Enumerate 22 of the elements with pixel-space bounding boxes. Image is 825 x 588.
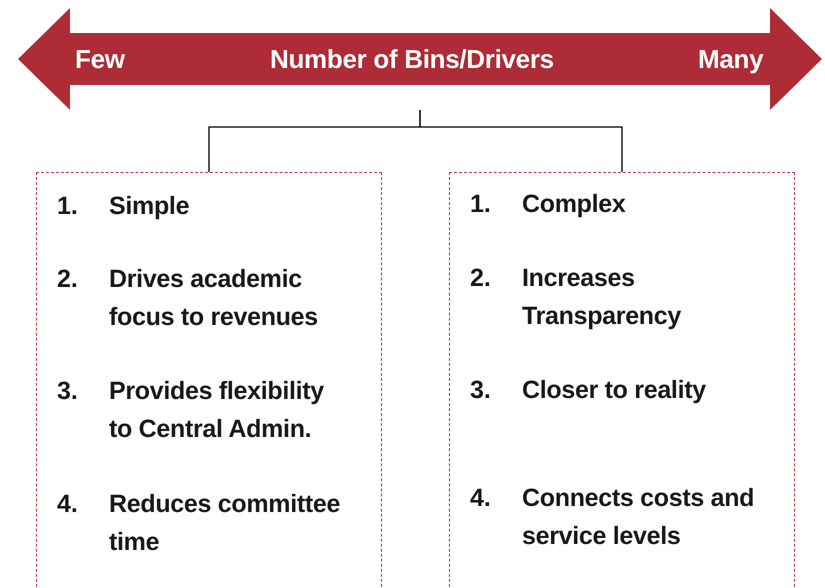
list-number: 4. <box>470 483 491 514</box>
list-item: Provides flexibility to Central Admin. <box>109 376 325 445</box>
list-number: 1. <box>470 189 491 220</box>
list-item: Closer to reality <box>522 375 707 406</box>
list-item: Simple <box>109 191 190 222</box>
list-item: Drives academic focus to revenues <box>109 264 319 333</box>
list-item: Increases Transparency <box>522 263 682 332</box>
arrow-label: Many <box>698 43 764 75</box>
list-number: 2. <box>57 264 78 295</box>
list-item: Reduces committee time <box>109 489 342 558</box>
list-item: Connects costs and service levels <box>522 483 756 552</box>
dashed-box <box>36 172 382 588</box>
connector-line <box>419 110 623 172</box>
list-number: 4. <box>57 489 78 520</box>
list-number: 2. <box>470 263 491 294</box>
list-number: 3. <box>470 375 491 406</box>
list-item: Complex <box>522 189 626 220</box>
arrow-label: Number of Bins/Drivers <box>270 43 554 75</box>
dashed-box <box>449 172 795 588</box>
arrow-label: Few <box>75 43 125 75</box>
list-number: 1. <box>57 191 78 222</box>
list-number: 3. <box>57 376 78 407</box>
